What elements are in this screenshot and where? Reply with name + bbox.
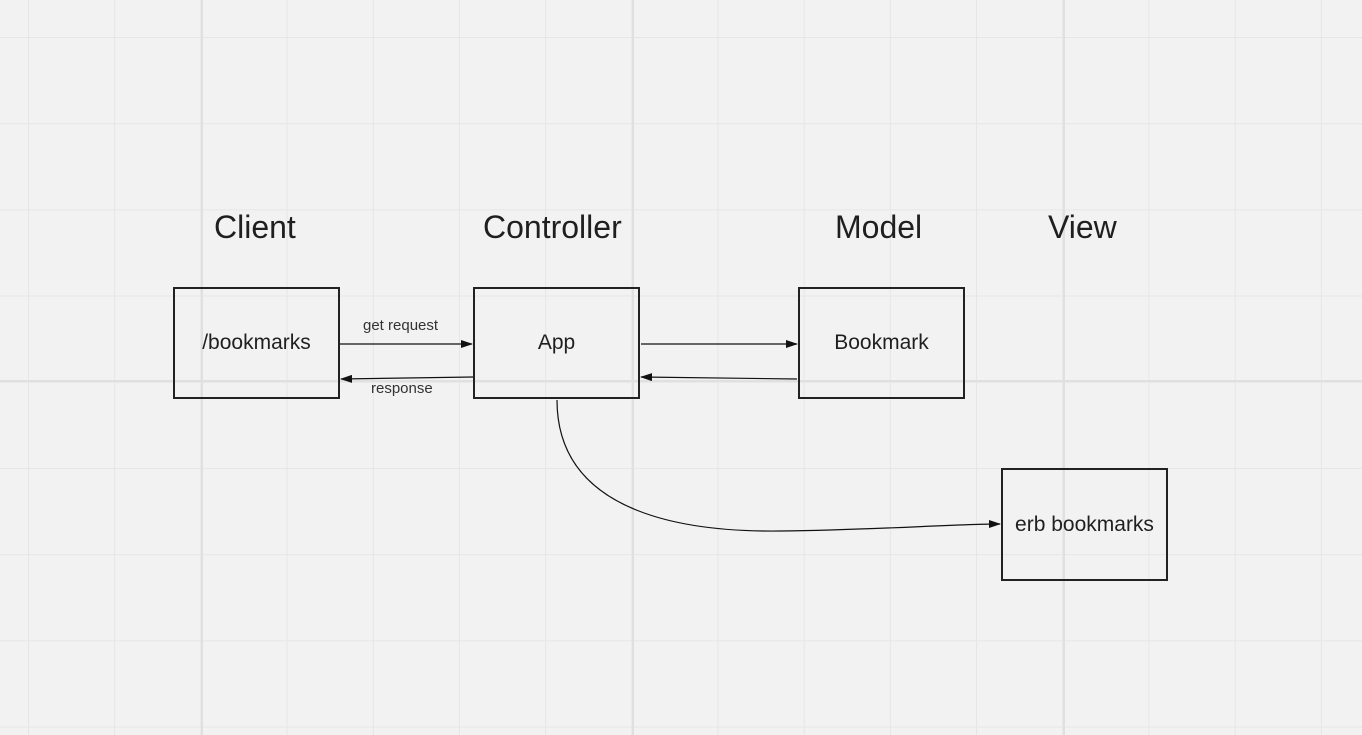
grid-line <box>0 380 1362 382</box>
model-box-label: Bookmark <box>834 331 929 354</box>
view-box-label: erb bookmarks <box>1015 512 1154 536</box>
grid-line <box>201 0 203 735</box>
heading-model[interactable]: Model <box>835 209 923 245</box>
request-label[interactable]: get request <box>363 317 439 334</box>
response-label[interactable]: response <box>371 380 433 397</box>
heading-view[interactable]: View <box>1048 209 1117 245</box>
heading-client[interactable]: Client <box>214 209 296 245</box>
heading-controller[interactable]: Controller <box>483 209 622 245</box>
controller-box[interactable]: App <box>473 287 640 399</box>
model-to-app-arrow[interactable] <box>640 373 798 382</box>
model-box[interactable]: Bookmark <box>798 287 965 399</box>
response-arrow[interactable] <box>340 374 474 383</box>
grid-line <box>632 0 634 735</box>
view-box[interactable]: erb bookmarks <box>1001 468 1168 581</box>
app-to-view-arrow[interactable] <box>556 399 1001 532</box>
controller-box-label: App <box>537 331 576 354</box>
grid-line <box>1063 0 1065 735</box>
client-box[interactable]: /bookmarks <box>173 287 340 399</box>
client-box-label: /bookmarks <box>202 331 311 354</box>
